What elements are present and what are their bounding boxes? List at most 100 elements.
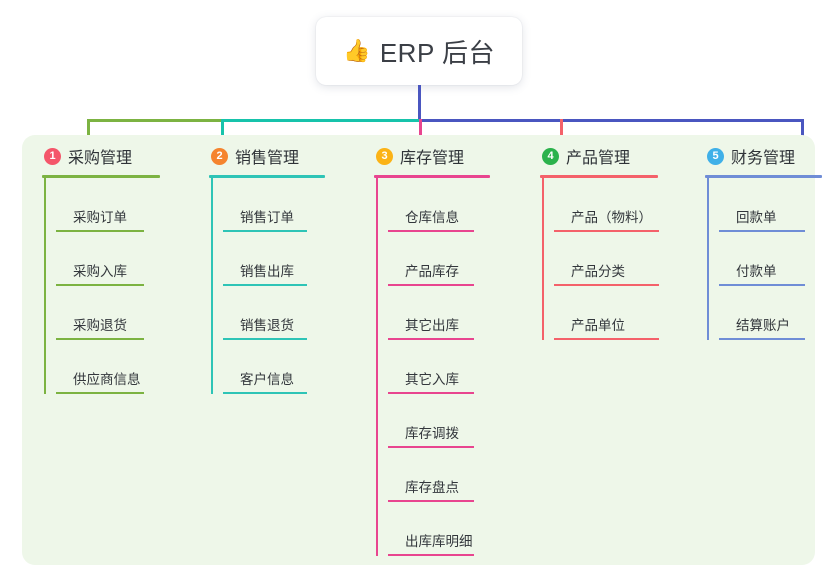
leaf-item-label: 其它入库 [405,372,459,387]
branches-panel [22,135,815,565]
leaf-item[interactable]: 采购订单 [56,178,182,232]
leaf-item-rule [56,230,144,232]
leaf-item[interactable]: 采购退货 [56,286,182,340]
leaf-item-rule [719,284,805,286]
leaf-item-rule [554,230,659,232]
leaf-item-rule [388,446,474,448]
branch-column-sales: 2 销售管理销售订单销售出库销售退货客户信息 [199,143,349,394]
leaf-item-rule [719,230,805,232]
leaf-item[interactable]: 付款单 [719,232,839,286]
leaf-item-rule [223,338,307,340]
drop-purchasing [87,119,90,143]
leaf-item[interactable]: 销售出库 [223,232,349,286]
branch-spine-finance [707,178,709,340]
leaf-item-label: 出库库明细 [405,534,473,549]
leaf-item[interactable]: 其它入库 [388,340,514,394]
branch-spine-product [542,178,544,340]
branch-header-rule-purchasing [42,175,160,178]
leaf-item[interactable]: 产品单位 [554,286,690,340]
branch-badge-finance: 5 [707,147,724,165]
leaf-item[interactable]: 产品（物料） [554,178,690,232]
leaf-item-label: 采购订单 [73,210,127,225]
leaf-item-label: 产品（物料） [571,210,652,225]
bus-segment-blue [419,119,802,122]
leaf-item-rule [56,392,144,394]
leaf-item-rule [554,284,659,286]
branch-header-finance[interactable]: 5 财务管理 [695,143,839,169]
branch-title-sales: 销售管理 [235,150,300,167]
leaf-item-label: 客户信息 [240,372,294,387]
leaf-item-label: 付款单 [736,264,777,279]
leaf-item[interactable]: 产品库存 [388,232,514,286]
leaf-item[interactable]: 产品分类 [554,232,690,286]
branch-spine-sales [211,178,213,394]
leaf-item-label: 销售退货 [240,318,294,333]
bus-segment-green [87,119,221,122]
leaf-item[interactable]: 仓库信息 [388,178,514,232]
leaf-item[interactable]: 结算账户 [719,286,839,340]
drop-product [560,119,563,143]
leaf-item[interactable]: 库存调拨 [388,394,514,448]
drop-sales [221,119,224,143]
branch-badge-sales: 2 [211,147,228,165]
branch-spine-purchasing [44,178,46,394]
thumbs-up-icon: 👍 [342,38,371,63]
drop-finance [801,119,804,143]
leaf-item[interactable]: 其它出库 [388,286,514,340]
branch-badge-purchasing: 1 [44,147,61,165]
leaf-item-label: 销售出库 [240,264,294,279]
leaf-item-label: 其它出库 [405,318,459,333]
root-node-card[interactable]: 👍 ERP 后台 [316,17,522,85]
leaf-item-rule [388,500,474,502]
branch-badge-product: 4 [542,147,559,165]
branch-leaves-finance: 回款单付款单结算账户 [695,178,839,340]
branch-badge-inventory: 3 [376,147,393,165]
leaf-item-rule [554,338,659,340]
branch-header-sales[interactable]: 2 销售管理 [199,143,349,169]
leaf-item-rule [223,392,307,394]
leaf-item-label: 产品单位 [571,318,625,333]
branch-leaves-purchasing: 采购订单采购入库采购退货供应商信息 [32,178,182,394]
branch-header-rule-product [540,175,658,178]
leaf-item[interactable]: 销售退货 [223,286,349,340]
root-stem-line [418,85,421,122]
branch-spine-inventory [376,178,378,556]
leaf-item[interactable]: 客户信息 [223,340,349,394]
branch-leaves-sales: 销售订单销售出库销售退货客户信息 [199,178,349,394]
leaf-item-label: 回款单 [736,210,777,225]
leaf-item-label: 产品库存 [405,264,459,279]
branch-title-finance: 财务管理 [731,150,796,167]
leaf-item[interactable]: 库存盘点 [388,448,514,502]
leaf-item[interactable]: 销售订单 [223,178,349,232]
leaf-item-label: 产品分类 [571,264,625,279]
leaf-item-label: 采购退货 [73,318,127,333]
branch-header-purchasing[interactable]: 1 采购管理 [32,143,182,169]
leaf-item[interactable]: 采购入库 [56,232,182,286]
leaf-item-rule [388,392,474,394]
drop-inventory [419,119,422,143]
leaf-item-label: 销售订单 [240,210,294,225]
leaf-item-rule [388,338,474,340]
leaf-item[interactable]: 出库库明细 [388,502,514,556]
leaf-item-rule [223,230,307,232]
leaf-item-label: 供应商信息 [73,372,141,387]
leaf-item-label: 仓库信息 [405,210,459,225]
leaf-item-label: 采购入库 [73,264,127,279]
root-node-label: ERP 后台 [379,37,496,68]
branch-header-rule-sales [209,175,325,178]
leaf-item[interactable]: 回款单 [719,178,839,232]
leaf-item-rule [223,284,307,286]
branch-title-purchasing: 采购管理 [68,150,133,167]
branch-header-rule-finance [705,175,822,178]
leaf-item-rule [56,284,144,286]
leaf-item-rule [719,338,805,340]
branch-column-finance: 5 财务管理回款单付款单结算账户 [695,143,839,340]
leaf-item-rule [388,284,474,286]
leaf-item-rule [56,338,144,340]
leaf-item[interactable]: 供应商信息 [56,340,182,394]
